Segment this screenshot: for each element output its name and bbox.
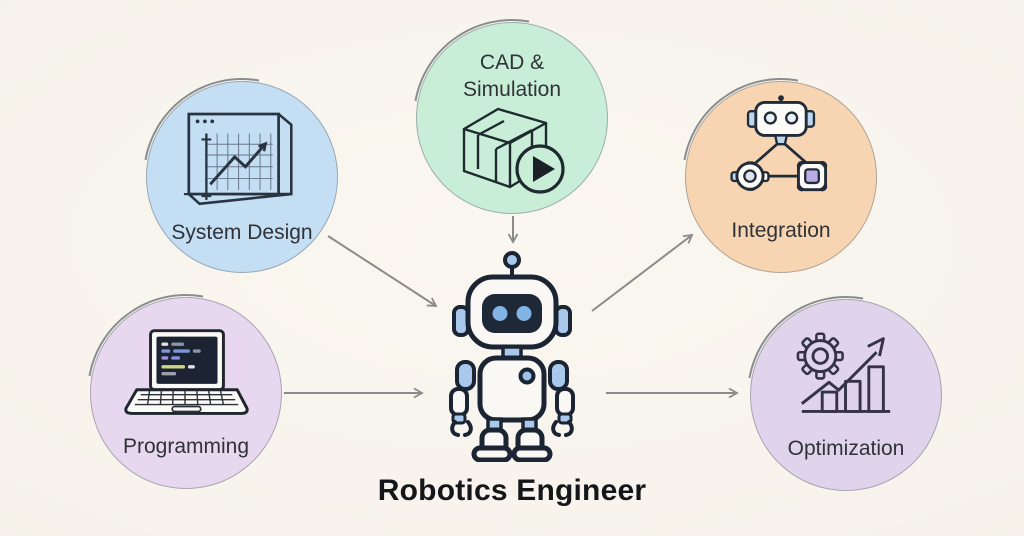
node-label-cad-simulation: CAD & Simulation [462,51,562,102]
arrow-robot-to-integration [591,233,694,312]
gear-chart-icon [796,332,891,413]
robot-network-icon [730,95,828,192]
laptop-code-icon [124,329,249,415]
chart-panel-icon [183,112,293,206]
node-label-optimization: Optimization [787,436,905,460]
node-integration: Integration [685,81,877,273]
node-label-system-design: System Design [171,220,313,244]
node-system-design: System Design [146,81,338,273]
node-label-programming: Programming [122,434,250,458]
node-programming: Programming [90,297,282,489]
node-optimization: Optimization [750,299,942,491]
node-label-integration: Integration [731,218,831,242]
cube-play-icon [462,107,565,194]
arrow-system-design-to-robot [327,235,438,307]
diagram-title: Robotics Engineer [377,474,647,507]
robot-icon [449,251,575,462]
node-cad-simulation: CAD & Simulation [416,22,608,214]
